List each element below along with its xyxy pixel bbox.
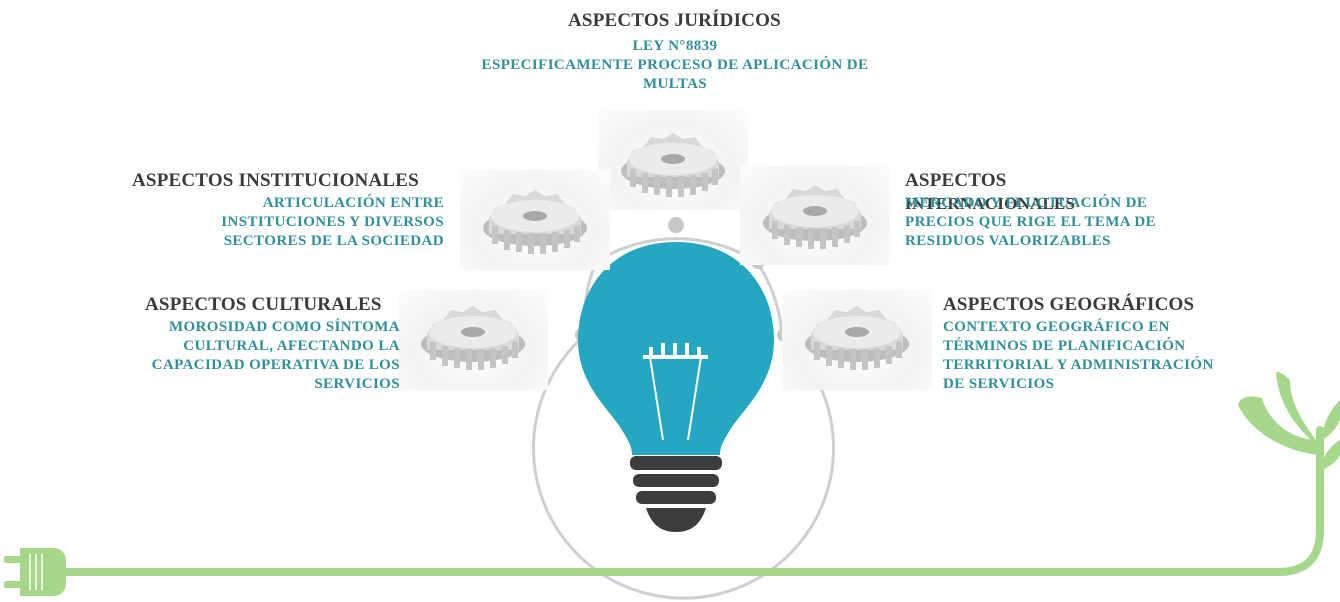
- aspect-title-geograficos: ASPECTOS GEOGRÁFICOS: [943, 294, 1195, 315]
- desc-line: CONTEXTO GEOGRÁFICO EN: [943, 319, 1170, 335]
- desc-line: MULTAS: [642, 76, 708, 92]
- aspect-title-institucionales: ASPECTOS INSTITUCIONALES: [132, 170, 419, 191]
- aspect-desc-internacionales: MERCADO Y FLUCTUACIÓN DE PRECIOS QUE RIG…: [905, 194, 1225, 251]
- desc-line: CAPACIDAD OPERATIVA DE LOS: [151, 357, 400, 373]
- desc-line: SECTORES DE LA SOCIEDAD: [223, 233, 444, 249]
- aspect-title-internacionales: ASPECTOS: [905, 170, 1007, 191]
- aspect-title-culturales: ASPECTOS CULTURALES: [145, 294, 382, 315]
- connector-dot: [668, 217, 684, 233]
- aspect-desc-institucionales: ARTICULACIÓN ENTRE INSTITUCIONES Y DIVER…: [140, 194, 444, 251]
- light-bulb-icon: [578, 242, 774, 532]
- power-cord: [58, 426, 1324, 576]
- desc-line: RESIDUOS VALORIZABLES: [905, 233, 1111, 249]
- gear-icon: [598, 110, 748, 210]
- gear-icon: [740, 165, 890, 265]
- desc-line: SERVICIOS: [314, 376, 400, 392]
- desc-line: MERCADO Y FLUCTUACIÓN DE: [905, 195, 1148, 211]
- desc-line: DE SERVICIOS: [943, 376, 1055, 392]
- desc-line: ARTICULACIÓN ENTRE: [262, 195, 444, 211]
- gear-icon: [460, 170, 610, 270]
- connector-ring: [532, 333, 835, 600]
- plug-icon: [4, 548, 66, 596]
- aspect-desc-culturales: MOROSIDAD COMO SÍNTOMA CULTURAL, AFECTAN…: [100, 318, 400, 394]
- aspect-desc-juridicos: LEY N°8839 ESPECIFICAMENTE PROCESO DE AP…: [430, 37, 920, 94]
- desc-line: CULTURAL, AFECTANDO LA: [183, 338, 400, 354]
- aspect-title-juridicos: ASPECTOS JURÍDICOS: [568, 10, 781, 31]
- desc-line: TERRITORIAL Y ADMINISTRACIÓN: [943, 357, 1214, 373]
- plant-sprout-icon: [1238, 371, 1340, 470]
- gear-icon: [782, 290, 932, 390]
- desc-line: ESPECIFICAMENTE PROCESO DE APLICACIÓN DE: [481, 57, 869, 73]
- desc-line: LEY N°8839: [632, 38, 718, 54]
- aspect-title-internacionales-2: INTERNACIONALES: [905, 194, 1076, 213]
- desc-line: MOROSIDAD COMO SÍNTOMA: [168, 319, 400, 335]
- desc-line: TÉRMINOS DE PLANIFICACIÓN: [943, 338, 1186, 354]
- gear-icon: [398, 290, 548, 390]
- aspect-desc-geograficos: CONTEXTO GEOGRÁFICO EN TÉRMINOS DE PLANI…: [943, 318, 1273, 394]
- desc-line: INSTITUCIONES Y DIVERSOS: [221, 214, 444, 230]
- desc-line: PRECIOS QUE RIGE EL TEMA DE: [905, 214, 1156, 230]
